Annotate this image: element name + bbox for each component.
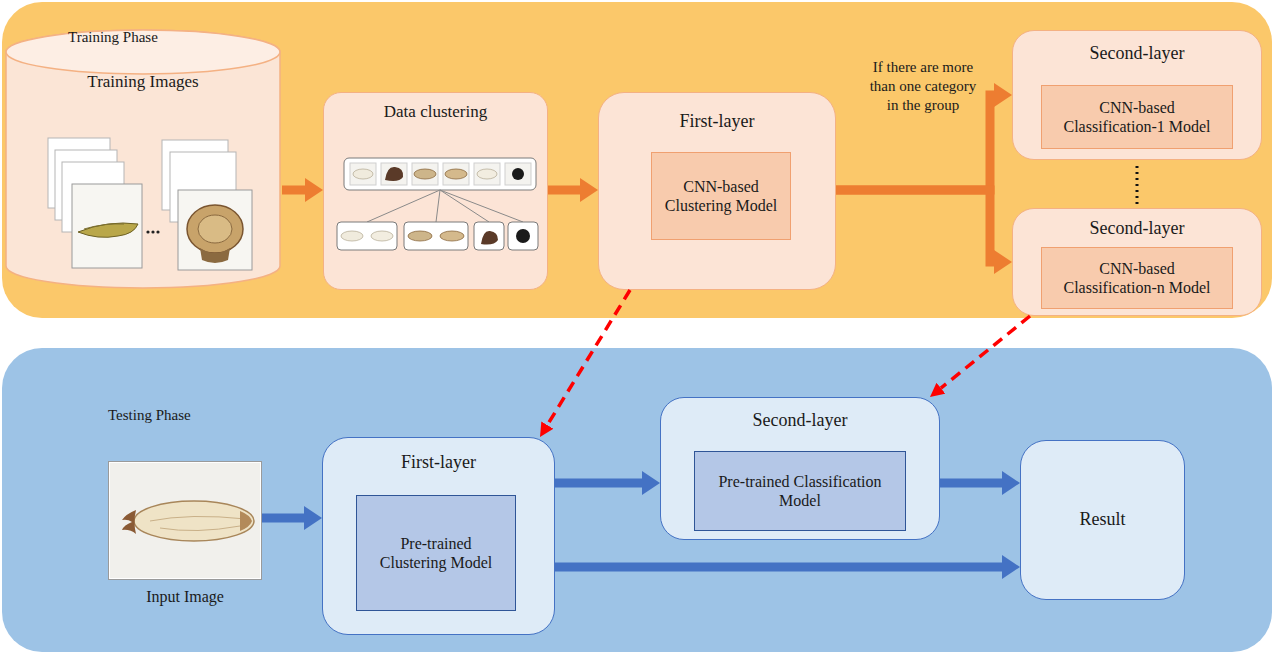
cylinder-body (6, 30, 280, 288)
node-label: Training Images (4, 72, 282, 92)
arrow-connector (836, 190, 994, 262)
arrow-connector (941, 316, 1030, 388)
arrow-connector (547, 290, 630, 425)
node-label: Second-layer (1013, 43, 1261, 65)
arrow-connector (940, 479, 1002, 488)
node-label: Result (1079, 509, 1125, 531)
input-image: Input Image (108, 461, 262, 580)
layer-box: Second-layerCNN-based Classification-n M… (1012, 208, 1262, 316)
model-box: CNN-based Classification-n Model (1041, 247, 1233, 309)
node-label: Testing Phase (108, 406, 1272, 424)
edge-label: If there are more than one category in t… (865, 58, 981, 114)
process-box: Data clustering (323, 92, 548, 290)
cylinder-rim (6, 30, 280, 74)
result-box: Result (1020, 440, 1185, 600)
node-label: First-layer (323, 452, 554, 474)
node-label: Pre-trained Clustering Model (367, 534, 505, 572)
phase-panel: Testing PhaseInput Image First-layerPre-t… (2, 348, 1272, 652)
layer-box: First-layerPre-trained Clustering Model (322, 437, 555, 635)
ellipsis-dots (1136, 166, 1139, 204)
image-store-cylinder: Training Images (4, 28, 282, 290)
cylinder-outline (4, 28, 282, 290)
arrow-connector (262, 514, 304, 523)
model-box: CNN-based Clustering Model (651, 152, 791, 240)
training-image-stack (48, 138, 252, 270)
arrow-connector (555, 563, 1002, 572)
arrow-connector (555, 479, 642, 488)
node-label: First-layer (599, 111, 835, 133)
node-label: CNN-based Classification-1 Model (1052, 98, 1222, 136)
layer-box: First-layerCNN-based Clustering Model (598, 92, 836, 290)
arrow-connector (282, 186, 305, 195)
model-box: Pre-trained Classification Model (694, 451, 906, 531)
arrow-connector (548, 186, 580, 195)
layer-box: Second-layerPre-trained Classification M… (660, 397, 940, 540)
node-label: Second-layer (661, 410, 939, 432)
input-photo (110, 463, 260, 578)
node-label: CNN-based Classification-n Model (1052, 259, 1222, 297)
layer-box: Second-layerCNN-based Classification-1 M… (1012, 30, 1262, 160)
model-box: CNN-based Classification-1 Model (1041, 85, 1233, 149)
node-label: Input Image (109, 587, 261, 606)
node-label: Pre-trained Classification Model (705, 472, 895, 510)
node-label: CNN-based Clustering Model (662, 177, 780, 215)
model-box: Pre-trained Clustering Model (356, 495, 516, 611)
clustering-thumbnails (337, 158, 538, 250)
node-label: Data clustering (324, 102, 547, 122)
phase-panel: Training PhaseTraining ImagesData cluste… (2, 2, 1272, 318)
node-label: Second-layer (1013, 218, 1261, 240)
